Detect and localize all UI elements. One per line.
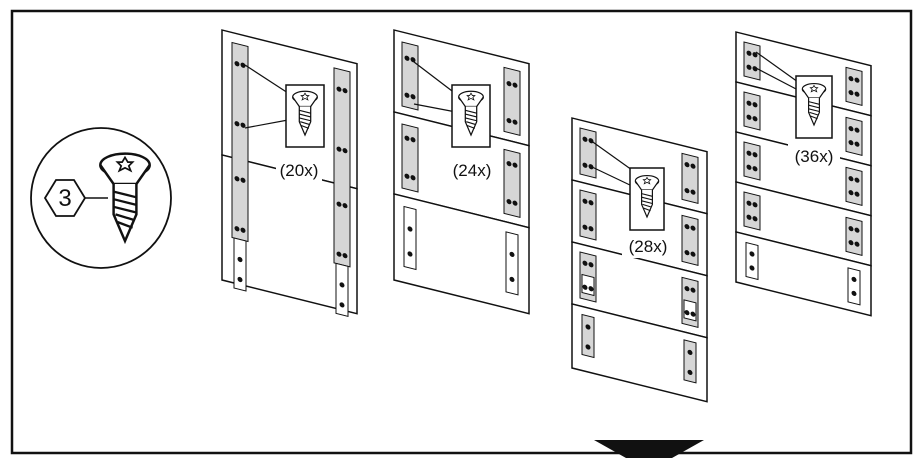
quantity-label: (28x) [629,237,668,256]
quantity-label: (24x) [453,161,492,180]
panel [393,193,530,315]
panel [571,303,708,403]
step-badge: 3 [30,127,172,269]
assembly-4-panels: (28x) [571,117,708,403]
assembly-3-panels: (24x) [393,29,530,315]
next-step-arrow-icon [594,440,704,458]
step-frame [10,9,913,455]
assembly-5-panels: (36x) [735,31,872,317]
quantity-label: (20x) [280,161,319,180]
quantity-label: (36x) [795,147,834,166]
step-hexagon [43,179,87,217]
panel [735,231,872,317]
assembly-2-panels: (20x) [221,29,358,318]
step-number: 3 [58,185,71,212]
